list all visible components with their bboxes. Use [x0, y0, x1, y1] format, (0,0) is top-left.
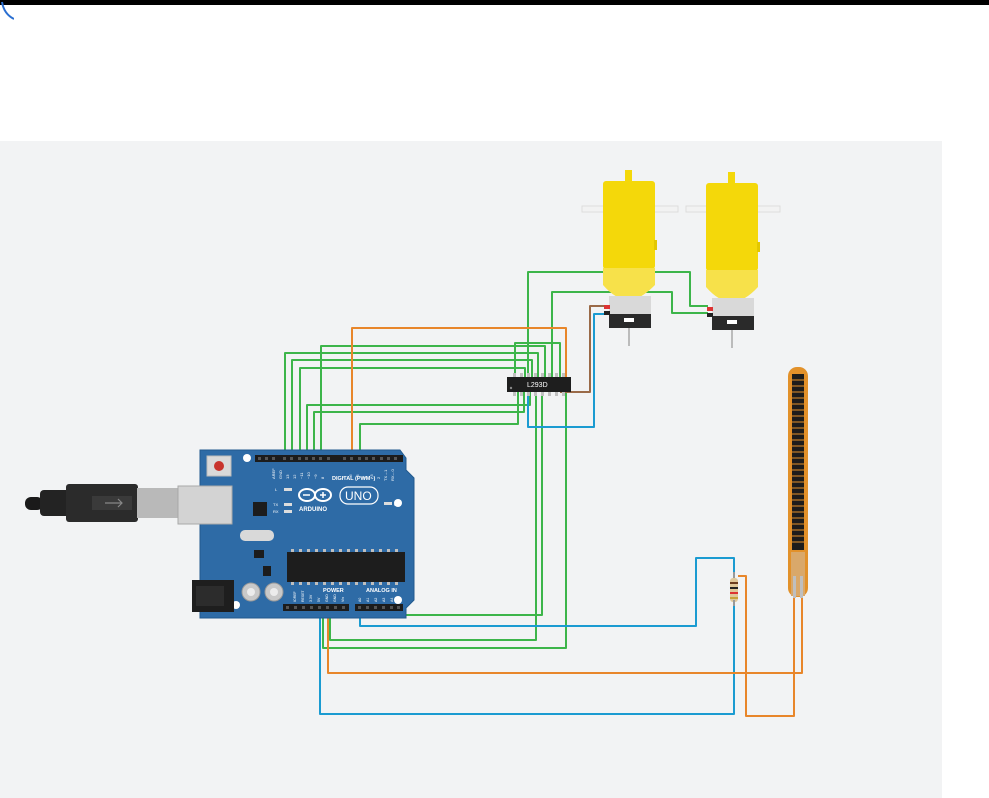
- flex-sensor-icon[interactable]: [788, 367, 808, 598]
- pin-label-gnd: GND: [278, 470, 283, 479]
- wire-green[interactable]: [320, 345, 546, 458]
- pin-label: 13: [285, 474, 290, 479]
- pin-label: A0: [358, 598, 362, 602]
- pin-label: ~6: [348, 474, 353, 479]
- motor-icon[interactable]: [581, 170, 679, 346]
- pin-label: GND: [325, 594, 329, 602]
- led-label-tx: TX: [273, 502, 278, 507]
- pin-label: A2: [374, 598, 378, 602]
- wire-green[interactable]: [551, 291, 708, 378]
- wire-green[interactable]: [514, 342, 561, 378]
- on-label: ON: [394, 502, 400, 507]
- wire-green[interactable]: [527, 271, 708, 378]
- analog-header-label: ANALOG IN: [366, 588, 397, 594]
- pin-label: TX→1: [383, 469, 388, 481]
- wire-orange[interactable]: [327, 596, 803, 674]
- pin-label: IOREF: [293, 591, 297, 602]
- pin-label: RX←0: [390, 468, 395, 481]
- arduino-infinity-logo-icon: [298, 488, 332, 502]
- top-toolbar-edge: [0, 0, 989, 5]
- l293d-motor-driver[interactable]: L293D: [507, 373, 571, 396]
- pin-label: 5V: [317, 597, 321, 602]
- pin-label-aref: AREF: [271, 468, 276, 479]
- wire-green[interactable]: [306, 392, 531, 458]
- motor-icon[interactable]: [685, 172, 781, 348]
- wire-orange[interactable]: [351, 327, 567, 458]
- pin-label: 2: [376, 476, 381, 479]
- wire-orange[interactable]: [738, 575, 795, 717]
- pin-label: RESET: [301, 589, 305, 602]
- reset-button[interactable]: [214, 461, 224, 471]
- corner-arrow-icon: [1, 1, 14, 20]
- digital-header-label: DIGITAL (PWM~): [332, 476, 376, 482]
- wire-green[interactable]: [322, 392, 567, 649]
- pin-label: GND: [333, 594, 337, 602]
- wire-green[interactable]: [299, 367, 526, 458]
- resistor-icon[interactable]: [730, 572, 738, 606]
- pin-label: A3: [382, 598, 386, 602]
- board-brand: ARDUINO: [299, 507, 327, 513]
- led-label-l: L: [275, 487, 278, 492]
- power-header-label: POWER: [323, 588, 344, 594]
- pin-label: 4: [362, 476, 367, 479]
- wire-brown[interactable]: [560, 305, 606, 393]
- arduino-uno-board[interactable]: L TX RX ON AREF GND 13 12 ~11 ~10 ~9 8 7…: [177, 449, 415, 619]
- wire-green[interactable]: [359, 392, 519, 458]
- pin-label: 7: [341, 476, 346, 479]
- wire-blue[interactable]: [359, 557, 735, 627]
- led-label-rx: RX: [273, 509, 279, 514]
- pin-label: ~9: [313, 474, 318, 479]
- pin-label: 8: [320, 476, 325, 479]
- wire-green[interactable]: [291, 359, 533, 458]
- pin-label: A4: [390, 598, 394, 602]
- wire-blue[interactable]: [527, 313, 606, 428]
- pin-label: A5: [397, 598, 401, 602]
- board-model: UNO: [345, 489, 372, 503]
- pin-label: ~10: [306, 471, 311, 479]
- wire-green[interactable]: [284, 352, 539, 458]
- wire-blue[interactable]: [319, 604, 735, 715]
- pin-label: ~3: [369, 474, 374, 479]
- pin-label: ~5: [355, 474, 360, 479]
- driver-label: L293D: [527, 382, 548, 389]
- circuit-canvas[interactable]: [0, 141, 942, 798]
- pin-label: Vin: [341, 597, 345, 602]
- wire-green[interactable]: [329, 392, 537, 641]
- wire-green[interactable]: [313, 392, 525, 458]
- pin-label: 12: [292, 474, 297, 479]
- pin-label: ~11: [299, 472, 304, 479]
- pin-label: 3.3V: [309, 594, 313, 602]
- pin-label: A1: [366, 598, 370, 602]
